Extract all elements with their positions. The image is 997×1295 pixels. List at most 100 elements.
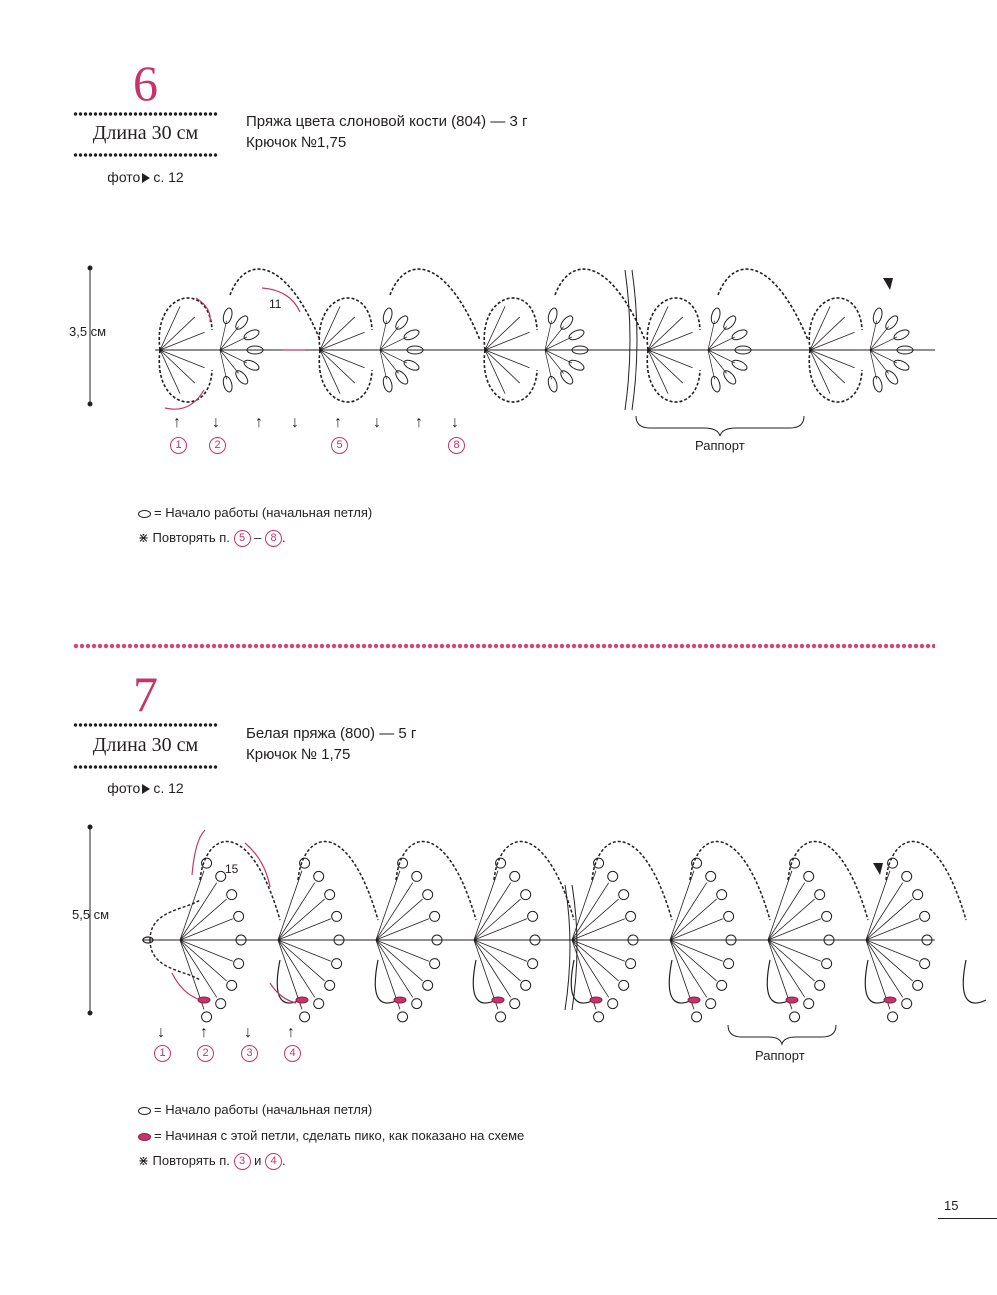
picot — [814, 889, 826, 901]
picot-start-loop — [491, 996, 505, 1004]
stitch-stem — [809, 316, 846, 351]
stitch-stem — [571, 870, 597, 941]
picot — [527, 910, 539, 922]
direction-arrow — [195, 297, 211, 323]
stitch-stem — [669, 898, 717, 941]
picot — [803, 870, 815, 882]
stitch-stem — [544, 326, 564, 351]
direction-arrow — [244, 842, 271, 888]
crochet-chart-6: 11 Раппорт — [87, 265, 935, 453]
picot — [520, 889, 532, 901]
stitch-stem — [179, 882, 218, 941]
stitch-stem — [179, 870, 205, 941]
picot — [397, 1011, 409, 1023]
photo-label: фото — [107, 169, 141, 185]
picot — [821, 958, 833, 970]
loop — [560, 315, 574, 330]
stitch-stem — [319, 349, 365, 369]
measure-dot-bottom — [87, 401, 93, 407]
picot — [509, 870, 521, 882]
stitch-stem — [375, 898, 423, 941]
picot — [803, 998, 815, 1010]
asterisk-icon: ⋇ — [138, 530, 149, 545]
break-mark — [564, 884, 571, 1011]
picot — [627, 934, 639, 946]
stitch-stem — [319, 349, 356, 384]
stitch-stem — [647, 349, 693, 369]
legend-start-7: = Начало работы (начальная петля) — [138, 1102, 372, 1118]
row-ref: 4 — [265, 1153, 283, 1171]
stitch-stem — [159, 349, 196, 384]
picot — [625, 958, 637, 970]
stitch-stem — [179, 939, 218, 998]
stitch-stem — [219, 320, 227, 351]
legend-repeat-prefix: Повторять п. — [152, 530, 230, 545]
chain-arch — [787, 840, 869, 921]
picot — [789, 857, 801, 869]
arrow-up: ↑ — [334, 414, 342, 431]
picot — [607, 998, 619, 1010]
picot — [716, 889, 728, 901]
measure-dot-bottom — [87, 1010, 93, 1016]
picot — [912, 889, 924, 901]
page-number: 15 — [944, 1198, 959, 1213]
stitch-stem — [571, 898, 619, 941]
stitch-stem — [647, 331, 693, 351]
stitch-stem — [869, 336, 898, 351]
stitch-stem — [707, 326, 727, 351]
picot — [618, 979, 630, 991]
stitch-stem — [484, 331, 530, 351]
picot — [215, 870, 227, 882]
chain-arc — [646, 349, 701, 403]
stitch-stem — [767, 882, 806, 941]
stitch-stem — [809, 349, 846, 384]
stitch-stem — [647, 349, 684, 384]
start-loop-icon — [138, 509, 151, 518]
chain-arc — [483, 349, 538, 403]
picot — [397, 857, 409, 869]
picot-start-loop — [785, 996, 799, 1004]
stitch-stem — [669, 939, 717, 982]
hook-info: Крючок № 1,75 — [246, 746, 351, 763]
direction-arrow — [261, 287, 301, 313]
picot — [313, 870, 325, 882]
picot-start-loop — [883, 996, 897, 1004]
row-ref: 5 — [233, 530, 251, 548]
stitch-stem — [179, 939, 227, 982]
legend-start-text: = Начало работы (начальная петля) — [154, 1102, 373, 1117]
row-number: 8 — [448, 437, 465, 454]
stitch-stem — [277, 882, 316, 941]
stitch-stem — [375, 918, 430, 941]
loop — [893, 359, 910, 371]
stitch-stem — [159, 349, 205, 369]
stitch-stem — [473, 939, 528, 962]
stitch-stem — [484, 316, 521, 351]
picot — [821, 910, 833, 922]
direction-arrow — [164, 389, 205, 410]
picot — [691, 857, 703, 869]
picot — [919, 958, 931, 970]
stitch-stem — [865, 918, 920, 941]
loop — [885, 315, 899, 330]
stitch-stem — [669, 870, 695, 941]
end-marker-icon — [873, 863, 883, 875]
stitch-stem — [544, 349, 564, 374]
chain-arch — [885, 840, 967, 921]
stitch-stem — [219, 326, 239, 351]
picot — [823, 934, 835, 946]
legend-and: и — [254, 1153, 262, 1168]
picot — [705, 870, 717, 882]
stitch-stem — [544, 349, 552, 380]
yarn-info: Белая пряжа (800) — 5 г — [246, 725, 417, 742]
arrow-down: ↓ — [244, 1024, 252, 1041]
break-mark — [631, 269, 638, 411]
loop — [710, 307, 721, 325]
stitch-stem — [865, 939, 913, 982]
picot — [691, 1011, 703, 1023]
stitch-stem — [379, 326, 399, 351]
picot — [324, 979, 336, 991]
row-number: 5 — [331, 437, 348, 454]
direction-arrow — [171, 972, 199, 1000]
arrow-up: ↑ — [287, 1024, 295, 1041]
stitch-stem — [767, 939, 815, 982]
